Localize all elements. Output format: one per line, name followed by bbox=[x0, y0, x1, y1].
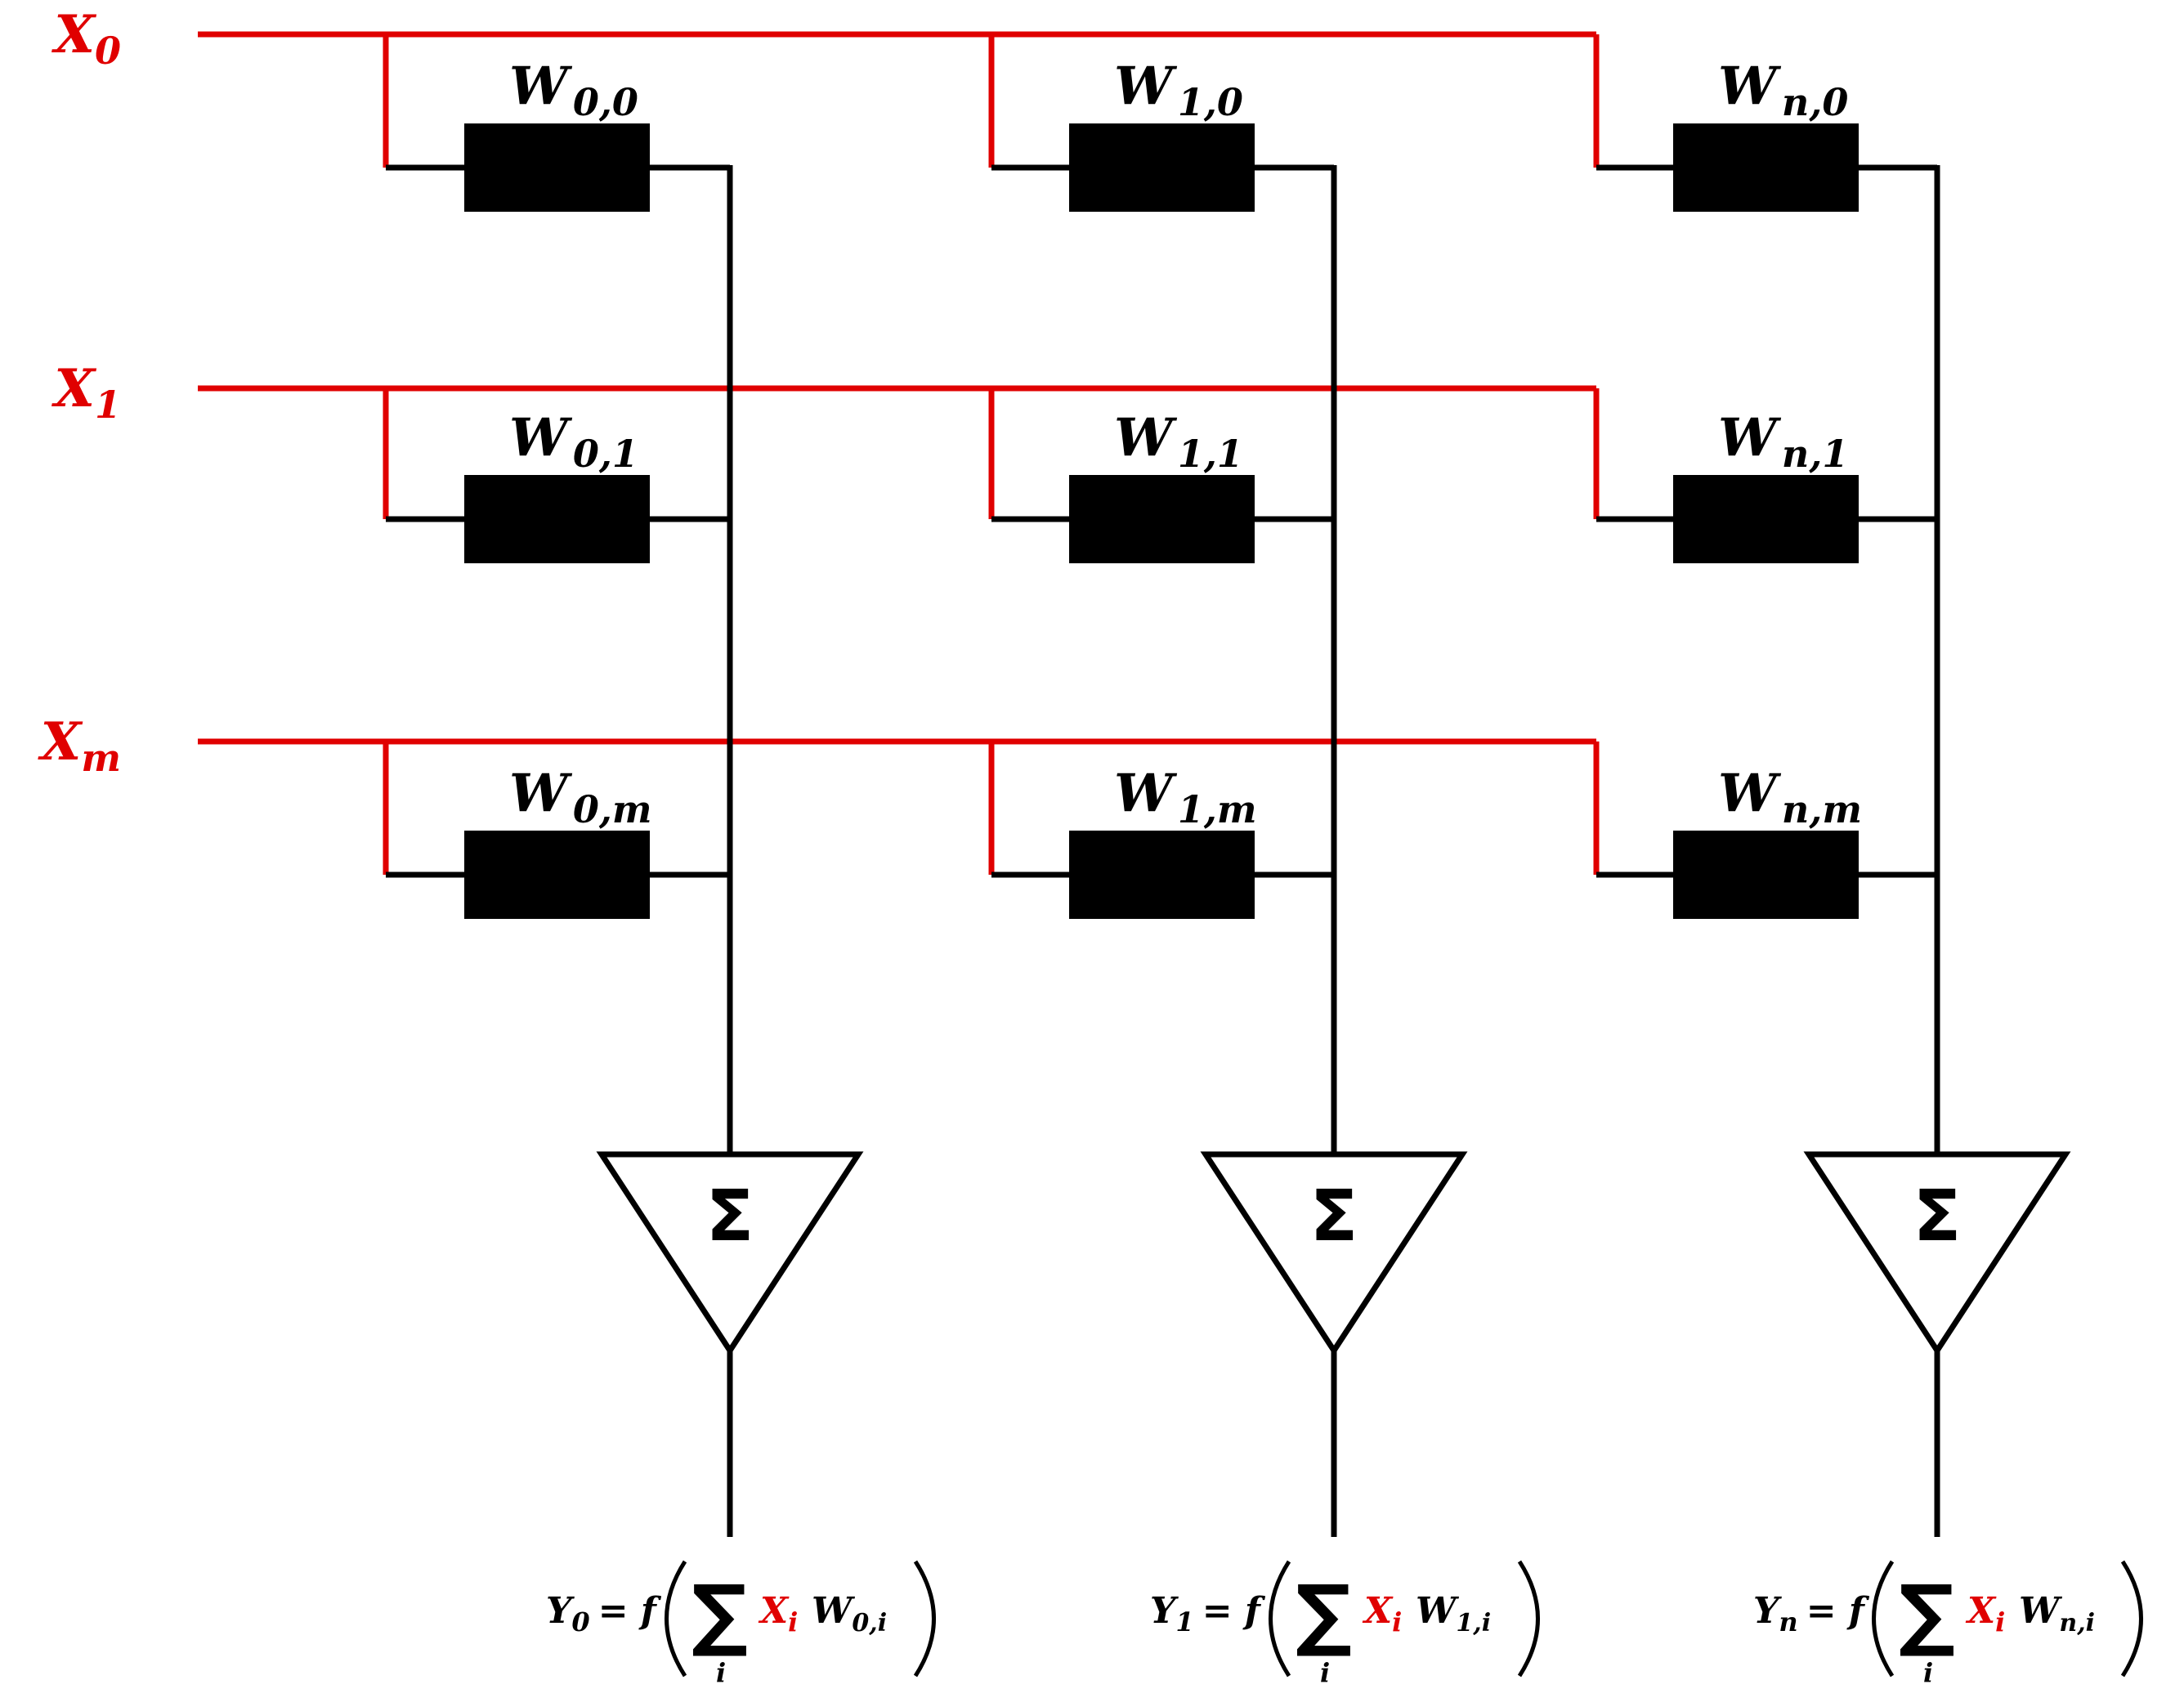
summing-amplifier bbox=[596, 1151, 864, 1356]
summation-symbol: ∑ bbox=[691, 1568, 748, 1660]
output-formula-n: Yn= f bbox=[1753, 1590, 1870, 1637]
weight-resistor-0,m bbox=[464, 831, 650, 919]
output-formula-0: Y0= f bbox=[546, 1590, 662, 1637]
formula-input-term: Xi bbox=[758, 1590, 798, 1637]
sigma-symbol: Σ bbox=[1310, 1176, 1358, 1257]
output-formula-1: Y1= f bbox=[1150, 1590, 1266, 1637]
formula-weight-term: Wn,i bbox=[2019, 1590, 2095, 1637]
formula-input-term: Xi bbox=[1965, 1590, 2005, 1637]
left-paren bbox=[1872, 1560, 1895, 1678]
summation-index: i bbox=[716, 1657, 726, 1688]
right-paren bbox=[2120, 1560, 2143, 1678]
weight-resistor-n,m bbox=[1673, 831, 1859, 919]
left-paren bbox=[665, 1560, 687, 1678]
formula-weight-term: W0,i bbox=[812, 1590, 887, 1637]
weight-resistor-1,0 bbox=[1069, 123, 1255, 212]
summing-amplifier bbox=[1200, 1151, 1468, 1356]
input-label-0: X0 bbox=[51, 4, 121, 73]
weight-resistor-n,1 bbox=[1673, 475, 1859, 563]
summation-symbol: ∑ bbox=[1296, 1568, 1352, 1660]
summation-index: i bbox=[1320, 1657, 1330, 1688]
weight-resistor-1,1 bbox=[1069, 475, 1255, 563]
left-paren bbox=[1269, 1560, 1291, 1678]
weight-resistor-0,0 bbox=[464, 123, 650, 212]
formula-input-term: Xi bbox=[1362, 1590, 1402, 1637]
weight-resistor-1,m bbox=[1069, 831, 1255, 919]
summing-amplifier bbox=[1803, 1151, 2071, 1356]
weight-resistor-0,1 bbox=[464, 475, 650, 563]
right-paren bbox=[1517, 1560, 1540, 1678]
input-label-m: Xm bbox=[38, 711, 121, 780]
formula-weight-term: W1,i bbox=[1416, 1590, 1491, 1637]
summation-symbol: ∑ bbox=[1899, 1568, 1955, 1660]
weight-resistor-n,0 bbox=[1673, 123, 1859, 212]
right-paren bbox=[913, 1560, 936, 1678]
summation-index: i bbox=[1923, 1657, 1933, 1688]
sigma-symbol: Σ bbox=[706, 1176, 754, 1257]
input-label-1: X1 bbox=[51, 358, 121, 427]
sigma-symbol: Σ bbox=[1913, 1176, 1962, 1257]
